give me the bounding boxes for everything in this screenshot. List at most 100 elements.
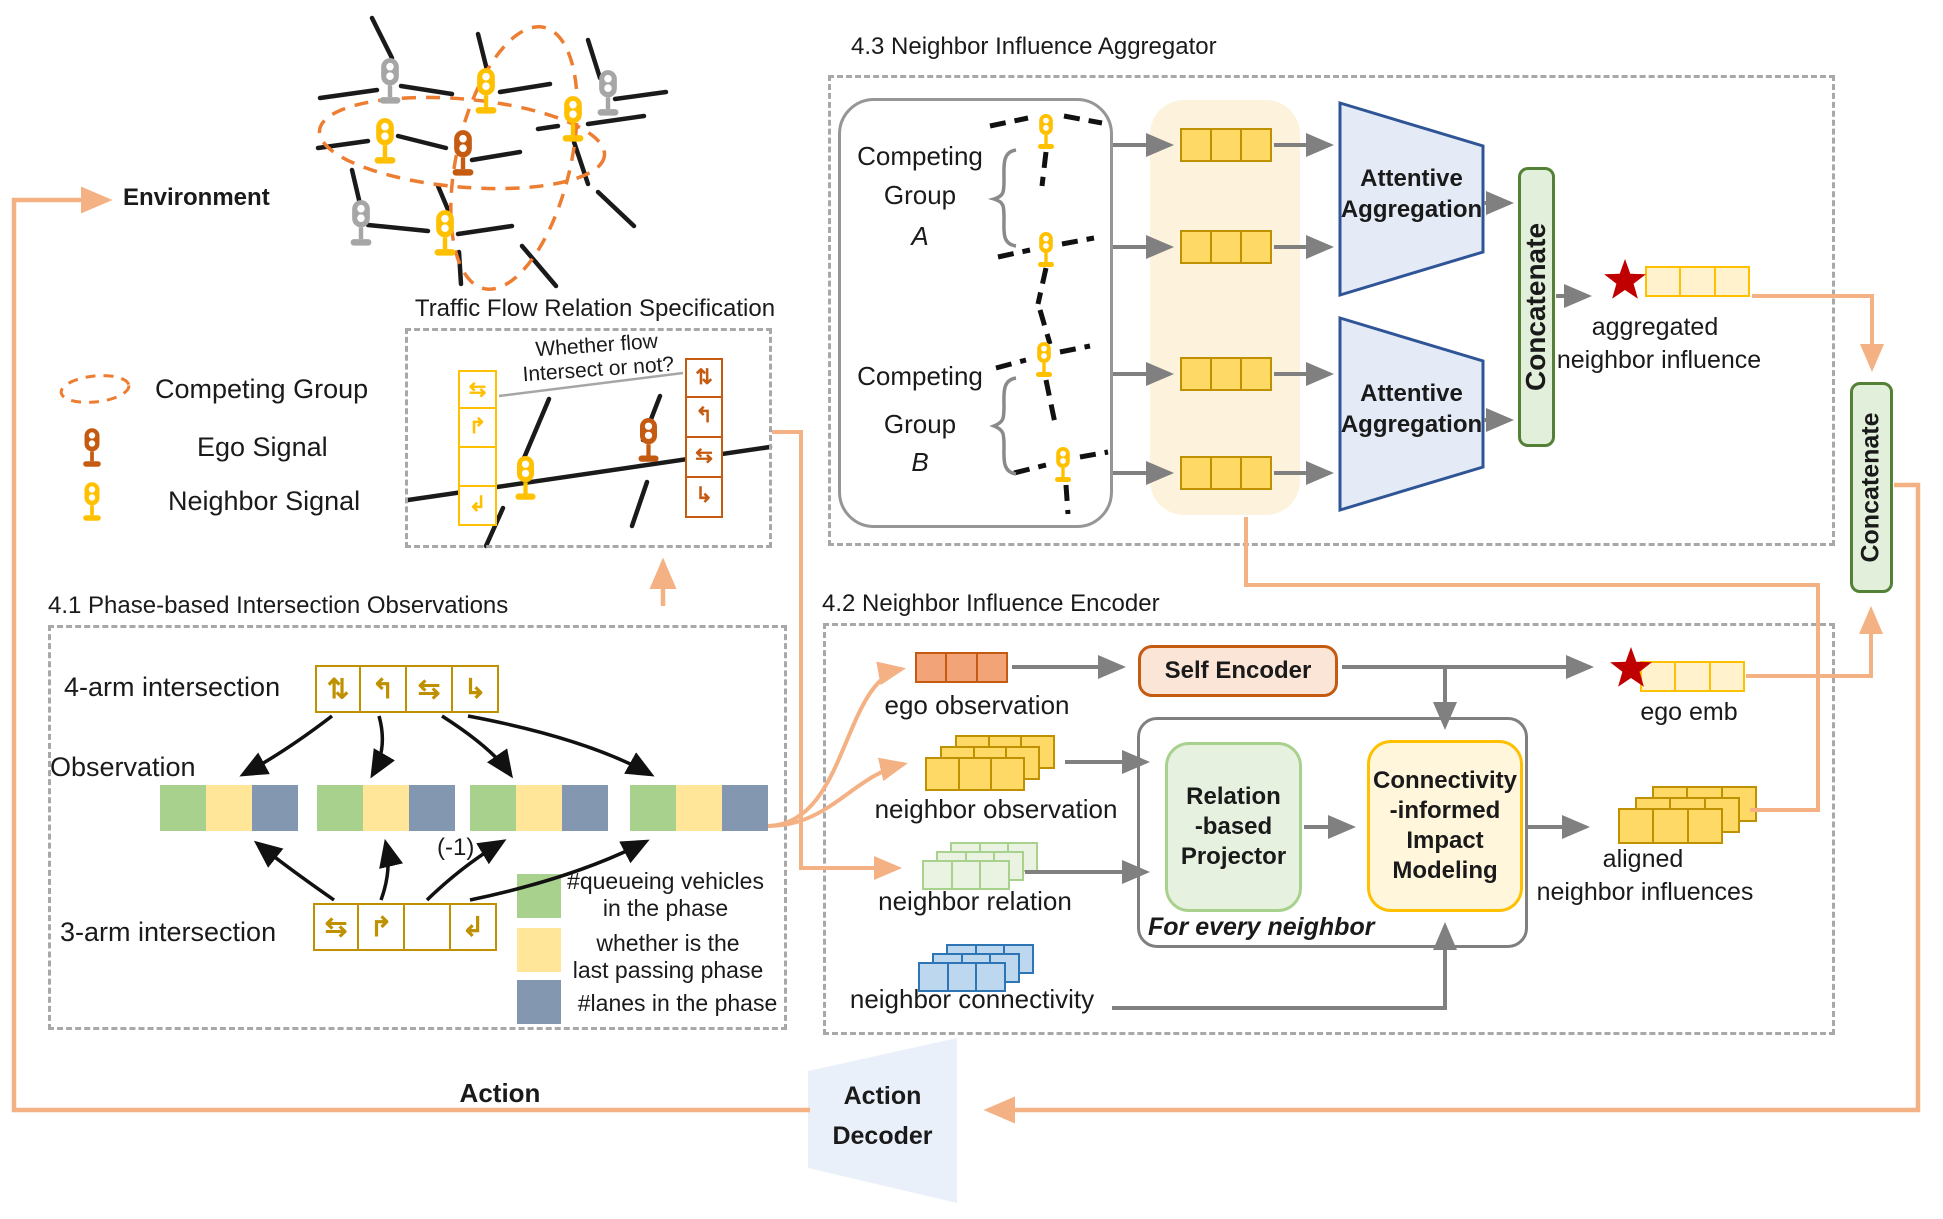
self-encoder-box: Self Encoder: [1138, 645, 1338, 697]
concatenate-label: Concatenate: [1857, 412, 1886, 563]
for-every-neighbor-label: For every neighbor: [1148, 913, 1375, 941]
neighbor-connectivity-label: neighbor connectivity: [849, 984, 1095, 1014]
group-braces: [987, 148, 1017, 476]
neighbor-vectors-band: [1150, 100, 1300, 515]
action-decoder-line1: Action: [843, 1082, 922, 1110]
obs-square-blue: [409, 785, 455, 831]
group-a-line1: Competing: [857, 141, 983, 171]
phase-cell: ⇅: [685, 358, 723, 398]
action-decoder-trapezoid: [808, 1038, 957, 1203]
phase-cell: ⇆: [685, 438, 723, 478]
attentive-aggregation-trapezoid-b: [1338, 315, 1485, 513]
phase-cell: ⇅: [315, 665, 361, 713]
attentive-a-line1: Attentive: [1360, 165, 1463, 192]
legend-yellow-label: whether is the last passing phase: [558, 930, 778, 984]
section-42-title: 4.2 Neighbor Influence Encoder: [822, 590, 1160, 617]
legend-competing-group-label: Competing Group: [155, 374, 369, 404]
group-b-line1: Competing: [857, 361, 983, 391]
traffic-spec-title: Traffic Flow Relation Specification: [414, 295, 776, 322]
legend-blue-line1: #lanes in the phase: [577, 990, 778, 1016]
phase-cell: ⇆: [458, 370, 497, 409]
obs-square-yellow: [516, 785, 562, 831]
legend-green-line2: in the phase: [602, 895, 729, 921]
ego-emb-vector: [1640, 661, 1745, 692]
attentive-b-line1: Attentive: [1360, 380, 1463, 407]
phase-cell: ↲: [451, 903, 497, 951]
obs-square-yellow: [363, 785, 409, 831]
group-a-line2: Group: [883, 180, 957, 210]
group-b-vector-1: [1180, 357, 1272, 391]
impact-line1: Connectivity: [1372, 767, 1518, 794]
aggregated-label-line2: neighbor influence: [1556, 346, 1762, 374]
legend-blue-square: [517, 980, 561, 1024]
legend-green-line1: #queueing vehicles: [567, 868, 764, 894]
projector-line1: Relation: [1186, 783, 1281, 810]
aligned-label-line1: aligned: [1602, 845, 1684, 873]
group-b-vector-2: [1180, 456, 1272, 490]
obs-square-green: [160, 785, 206, 831]
aggregated-influence-vector: [1645, 266, 1750, 297]
impact-line4: Modeling: [1392, 857, 1498, 884]
impact-line3: Impact: [1406, 827, 1484, 854]
obs-square-yellow: [676, 785, 722, 831]
legend-green-label: #queueing vehicles in the phase: [558, 868, 773, 922]
neighbor-observation-label: neighbor observation: [874, 794, 1118, 824]
four-arm-phase-strip: ⇅ ↰ ⇆ ↳: [315, 665, 499, 713]
three-arm-phase-strip: ⇆ ↱ ↲: [313, 903, 497, 951]
legend-yellow-line2: last passing phase: [572, 957, 764, 983]
phase-cell: ↱: [359, 903, 405, 951]
neighbor-relation-label: neighbor relation: [878, 886, 1072, 916]
observation-label: Observation: [50, 752, 196, 782]
phase-column-ego: ⇅ ↰ ⇆ ↳: [685, 358, 723, 518]
projector-line3: Projector: [1180, 843, 1287, 870]
concatenate-box-outer: Concatenate: [1850, 382, 1893, 593]
section-43-title: 4.3 Neighbor Influence Aggregator: [851, 33, 1217, 60]
obs-square-green: [470, 785, 516, 831]
ego-emb-label: ego emb: [1640, 698, 1738, 726]
section-41-title: 4.1 Phase-based Intersection Observation…: [48, 592, 509, 619]
competing-groups-container: [838, 98, 1113, 528]
group-a-line3: A: [911, 221, 929, 251]
group-b-line2: Group: [883, 409, 957, 439]
phase-column-neighbor: ⇆ ↱ ↲: [458, 370, 497, 526]
phase-cell: ⇆: [407, 665, 453, 713]
action-decoder-line2: Decoder: [832, 1122, 933, 1150]
phase-cell: ⇆: [313, 903, 359, 951]
legend-blue-label: #lanes in the phase: [565, 990, 790, 1017]
environment-label: Environment: [123, 184, 270, 211]
phase-cell: ↰: [361, 665, 407, 713]
action-label: Action: [459, 1078, 541, 1108]
ego-observation-label: ego observation: [884, 690, 1070, 720]
obs-square-green: [317, 785, 363, 831]
obs-square-blue: [722, 785, 768, 831]
obs-square-green: [630, 785, 676, 831]
phase-cell: ↱: [458, 409, 497, 448]
attentive-a-line2: Aggregation: [1340, 196, 1483, 223]
relation-based-projector-box: Relation -based Projector: [1165, 742, 1302, 912]
group-a-vector-2: [1180, 230, 1272, 264]
three-arm-label: 3-arm intersection: [60, 917, 277, 947]
obs-square-yellow: [206, 785, 252, 831]
legend-neighbor-signal-label: Neighbor Signal: [168, 486, 361, 516]
four-arm-label: 4-arm intersection: [64, 672, 281, 702]
phase-cell: ↳: [685, 478, 723, 518]
legend-yellow-square: [517, 928, 561, 972]
phase-cell: [458, 448, 497, 487]
group-a-vector-1: [1180, 128, 1272, 162]
connectivity-informed-impact-modeling-box: Connectivity -informed Impact Modeling: [1367, 740, 1523, 912]
obs-square-blue: [562, 785, 608, 831]
minus-one-label: (-1): [437, 834, 475, 861]
projector-line2: -based: [1194, 813, 1273, 840]
concatenate-box-43: Concatenate: [1518, 167, 1555, 447]
attentive-aggregation-trapezoid-a: [1338, 100, 1485, 298]
group-b-line3: B: [911, 447, 929, 477]
ego-observation-vector: [915, 652, 1008, 683]
aligned-influences-stack-front: [1618, 808, 1723, 844]
legend-yellow-line1: whether is the: [596, 930, 740, 956]
phase-cell: ↲: [458, 487, 497, 526]
phase-cell: ↰: [685, 398, 723, 438]
aligned-label-line2: neighbor influences: [1536, 878, 1754, 906]
legend-ego-signal-label: Ego Signal: [197, 432, 328, 462]
